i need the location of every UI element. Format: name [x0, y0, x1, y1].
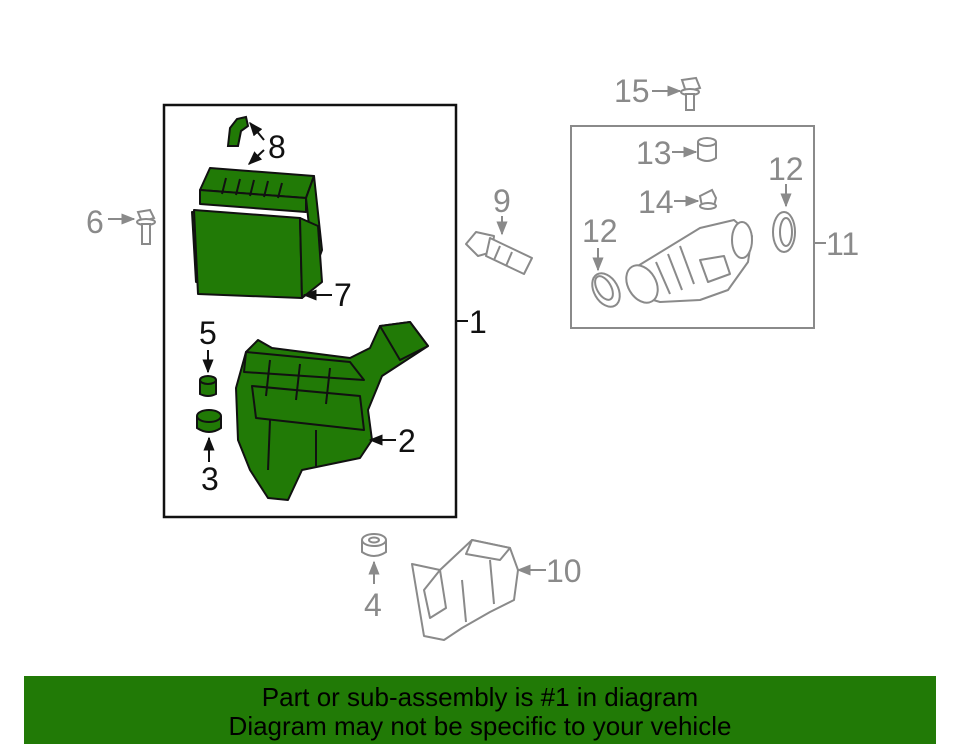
part-12-clamp-left[interactable] [587, 268, 626, 311]
callout-12-right[interactable]: 12 [768, 151, 804, 187]
callout-11[interactable]: 11 [826, 226, 859, 262]
part-10-air-duct[interactable] [411, 539, 519, 641]
callout-1[interactable]: 1 [469, 304, 487, 340]
footer-line-1: Part or sub-assembly is #1 in diagram [261, 682, 699, 712]
callout-12-left[interactable]: 12 [582, 213, 618, 249]
part-15-bolt[interactable] [680, 76, 702, 111]
part-5-grommet[interactable] [199, 375, 217, 397]
part-3-insulator[interactable] [196, 409, 222, 433]
callout-4[interactable]: 4 [364, 587, 382, 623]
callout-15[interactable]: 15 [614, 73, 650, 109]
part-8-clip[interactable] [226, 115, 250, 147]
assembly-1-box [162, 103, 458, 519]
callout-10[interactable]: 10 [546, 553, 582, 589]
callout-14[interactable]: 14 [638, 184, 674, 220]
footer-notice: Part or sub-assembly is #1 in diagram Di… [24, 676, 936, 744]
part-13-spacer[interactable] [697, 137, 717, 162]
part-4-grommet[interactable] [361, 533, 387, 557]
callout-2[interactable]: 2 [398, 423, 416, 459]
part-9-sensor[interactable] [465, 231, 533, 275]
callout-8[interactable]: 8 [268, 129, 286, 165]
arrow-8-up [249, 121, 265, 141]
callout-3[interactable]: 3 [201, 461, 219, 497]
intake-hose[interactable] [620, 219, 753, 308]
part-14-nut[interactable] [698, 188, 718, 210]
part-12-clamp-right[interactable] [772, 211, 796, 253]
callout-7[interactable]: 7 [334, 277, 352, 313]
arrow-8-down [247, 149, 265, 165]
footer-line-2: Diagram may not be specific to your vehi… [228, 711, 732, 741]
part-2-lower-housing[interactable] [235, 321, 429, 501]
assembly-11-box [570, 125, 815, 329]
callout-5[interactable]: 5 [199, 315, 217, 351]
callout-9[interactable]: 9 [493, 183, 511, 219]
part-7-filter-cover[interactable] [191, 167, 323, 299]
callout-6[interactable]: 6 [86, 204, 104, 240]
callout-13[interactable]: 13 [636, 135, 672, 171]
part-6-bolt[interactable] [136, 208, 156, 245]
